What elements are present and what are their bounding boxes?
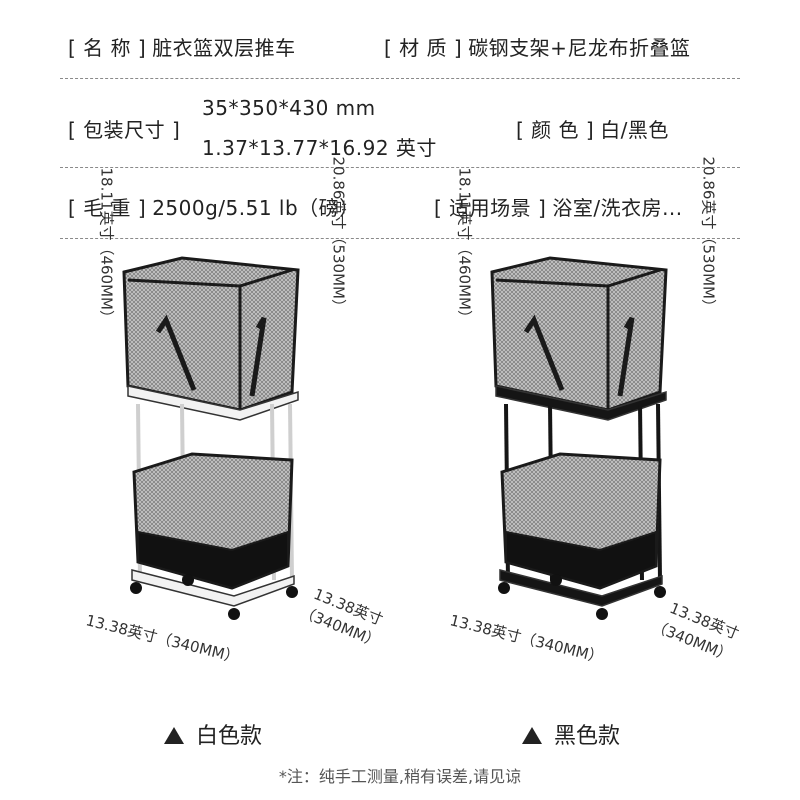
divider <box>60 167 740 168</box>
base-tray <box>499 569 663 607</box>
white-height-total-label: 20.86英寸（530MM） <box>329 156 348 314</box>
triangle-up-icon <box>164 727 184 744</box>
spec-scene-value: 浴室/洗衣房... <box>552 196 683 220</box>
wheel <box>498 582 510 594</box>
spec-color-label: [ 颜 色 ] <box>516 118 595 142</box>
spec-color: [ 颜 色 ]白/黑色 <box>516 114 669 143</box>
wheel <box>228 608 240 620</box>
spec-material-value: 碳钢支架+尼龙布折叠篮 <box>468 36 691 60</box>
divider <box>60 238 740 239</box>
wheel <box>654 586 666 598</box>
spec-scene-label: [ 适用场景 ] <box>434 196 547 220</box>
black-height-lower-label: 18.11英寸（460MM） <box>455 167 474 325</box>
spec-package-label: [ 包装尺寸 ] <box>68 118 181 142</box>
spec-weight: [ 毛 重 ]2500g/5.51 lb（磅） <box>68 192 360 221</box>
black-height-total-label: 20.86英寸（530MM） <box>699 156 718 314</box>
spec-name-value: 脏衣篮双层推车 <box>152 36 296 60</box>
white-caption: 白色款 <box>164 718 262 750</box>
base-tray <box>131 569 295 607</box>
spec-package-label-wrap: [ 包装尺寸 ] <box>68 114 180 143</box>
white-caption-text: 白色款 <box>196 724 263 749</box>
spec-package-value-2: 1.37*13.77*16.92 英寸 <box>202 136 437 160</box>
upper-basket-handles <box>155 314 267 397</box>
product-illustration <box>122 256 668 620</box>
spec-material: [ 材 质 ]碳钢支架+尼龙布折叠篮 <box>384 32 690 61</box>
black-cart <box>490 256 668 620</box>
top-tray <box>495 385 667 421</box>
white-height-lower-label: 18.11英寸（460MM） <box>97 167 116 325</box>
wheel <box>596 608 608 620</box>
upper-basket-handles <box>523 314 635 397</box>
divider <box>60 78 740 79</box>
measurement-note: *注：纯手工测量,稍有误差,请见谅 <box>278 767 522 786</box>
spec-weight-label: [ 毛 重 ] <box>68 196 147 220</box>
spec-package-value-1: 35*350*430 mm <box>202 96 376 120</box>
lower-basket-bottom <box>505 530 657 590</box>
spec-scene: [ 适用场景 ]浴室/洗衣房... <box>434 192 683 221</box>
triangle-up-icon <box>522 727 542 744</box>
black-caption-text: 黑色款 <box>554 724 621 749</box>
wheel <box>182 574 194 586</box>
wheel <box>286 586 298 598</box>
wheel <box>130 582 142 594</box>
spec-weight-value: 2500g/5.51 lb（磅） <box>152 196 360 220</box>
spec-name: [ 名 称 ]脏衣篮双层推车 <box>68 32 296 61</box>
lower-basket-bottom <box>137 530 289 590</box>
white-cart <box>122 256 300 620</box>
top-tray <box>127 385 299 421</box>
black-caption: 黑色款 <box>522 718 620 750</box>
spec-name-label: [ 名 称 ] <box>68 36 147 60</box>
spec-color-value: 白/黑色 <box>600 118 669 142</box>
spec-material-label: [ 材 质 ] <box>384 36 463 60</box>
wheel <box>550 574 562 586</box>
